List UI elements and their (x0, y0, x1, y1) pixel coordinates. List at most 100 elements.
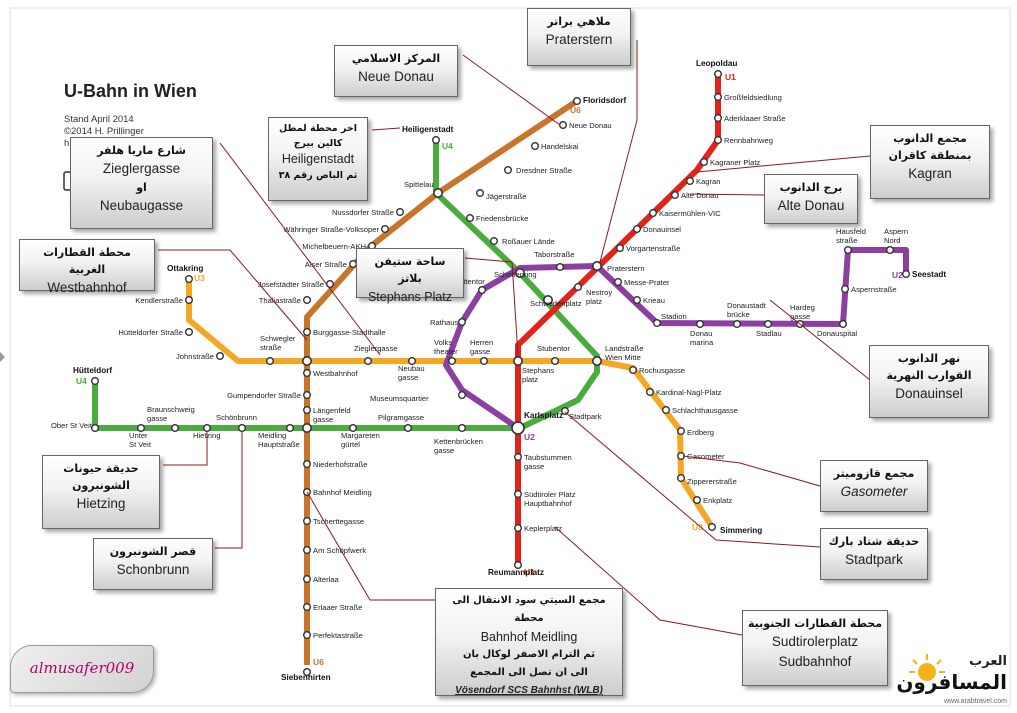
connector-hietzing (163, 432, 208, 466)
station-dot-u6-1 (559, 120, 568, 129)
callout-zieglergasse-en2: Neubaugasse (99, 198, 184, 213)
station-dot-u4-12 (237, 424, 246, 433)
callout-zieglergasse-en1: Zieglergasse (102, 161, 181, 176)
station-label-u4-0: Heiligenstadt (402, 125, 454, 134)
interchange-dot-7 (514, 267, 525, 278)
line-label-u4-north: U4 (442, 141, 453, 151)
station-label-u3-17: Simmering (720, 526, 762, 535)
line-label-u3-west: U3 (194, 273, 205, 283)
callout-donauinsel: نهر الدانوب القوارب النهرية Donauinsel (869, 345, 989, 418)
station-label-u1-14: Keplerplatz (524, 524, 562, 533)
station-label-u6-18: Tscherttegasse (313, 517, 364, 526)
station-dot-u2-4 (696, 320, 705, 329)
station-label-u6-22: Perfektastraße (313, 631, 363, 640)
interchange-dot-4 (432, 188, 443, 199)
station-label-u4-16: Ober St Veit (51, 421, 93, 430)
station-dot-u1-7 (649, 208, 658, 217)
callout-zieglergasse: شارع ماريا هلفر Zieglergasse او Neubauga… (70, 137, 213, 229)
station-dot-u3-3 (215, 352, 224, 361)
station-dots (90, 69, 911, 677)
callout-meidling-en: Bahnhof Meidling (480, 630, 578, 644)
line-label-u3-east: U3 (692, 522, 703, 532)
interchange-dot-8 (542, 294, 553, 305)
station-dot-u2-14 (458, 318, 467, 327)
station-dot-u4-2 (490, 236, 499, 245)
station-dot-u2-0 (556, 263, 565, 272)
callout-meidling: مجمع السيتي سود الانتقال الى محطة Bahnho… (435, 588, 623, 696)
station-dot-u6-11 (303, 296, 312, 305)
station-label-u6-1: Neue Donau (569, 121, 612, 130)
station-label-u6-21: Erlaaer Straße (313, 603, 362, 612)
line-u4 (92, 140, 600, 431)
station-dot-u1-4 (700, 157, 709, 166)
station-label-u6-6: Nussdorfer Straße (332, 208, 394, 217)
callout-donauinsel-ar1: نهر الدانوب (897, 352, 961, 365)
station-label-u2-3: Stadion (661, 312, 687, 321)
station-dot-u1-3 (714, 135, 723, 144)
station-dot-u6-7 (381, 224, 390, 233)
station-dot-u3-13 (677, 427, 686, 436)
station-dot-u3-7 (448, 357, 457, 366)
station-dot-u2-6 (764, 320, 773, 329)
station-dot-u6-0 (573, 96, 582, 105)
station-label-u1-1: Großfeldsiedlung (724, 93, 782, 102)
connector-stadtpark (564, 411, 821, 548)
station-label-u1-10: Praterstern (607, 264, 645, 273)
author-signature-text: almusafer009 (29, 659, 135, 677)
callout-stadtpark-ar: حديقة شتاد بارك (828, 535, 920, 548)
interchange-dot-1 (591, 260, 602, 271)
station-label-u3-13: Erdberg (687, 428, 714, 437)
station-label-u1-15: Reumannplatz (488, 568, 544, 577)
station-dot-u4-9 (404, 424, 413, 433)
callout-praterstern-en: Praterstern (545, 32, 613, 47)
callout-alte-donau: برج الدانوب Alte Donau (764, 174, 858, 224)
callout-meidling-ar2: ثم الترام الاصفر لوكال بان (462, 649, 596, 660)
connector-westbahnhof (158, 249, 308, 341)
line-label-u4-west: U4 (76, 376, 87, 386)
map-copyright-cont: h (64, 138, 69, 149)
connector-meidling (306, 491, 435, 601)
site-logo: العرب المسافرون www.arabtravel.com (896, 648, 1013, 710)
station-label-u4-7: Karlsplatz (524, 411, 563, 420)
station-dot-u1-11 (574, 283, 583, 292)
callout-gasometer-en: Gasometer (840, 484, 908, 499)
station-dot-u1-14 (514, 524, 523, 533)
station-label-u4-1: Friedensbrücke (476, 214, 528, 223)
station-dot-u3-5 (364, 357, 373, 366)
station-dot-u2-8 (839, 320, 848, 329)
station-label-u1-0: Leopoldau (696, 59, 737, 68)
station-dot-u4-13 (202, 424, 211, 433)
station-dot-u1-5 (686, 176, 695, 185)
station-dot-u2-5 (733, 320, 742, 329)
station-label-u6-3: Dresdner Straße (516, 166, 572, 175)
station-dot-u2-10 (844, 245, 853, 254)
callout-meidling-ar3: الى ان تصل الى المجمع (470, 667, 588, 678)
station-label-u4-3: Schottenring (494, 270, 537, 279)
map-title: U-Bahn in Wien (64, 81, 197, 101)
callout-praterstern: ملاهي براتر Praterstern (527, 8, 631, 66)
station-dot-u1-6 (671, 190, 680, 199)
callout-meidling-en2: Vösendorf SCS Bahnhst (WLB) (455, 685, 603, 696)
callout-zieglergasse-or: او (136, 181, 147, 194)
interchange-dot-2 (512, 355, 523, 366)
station-label-u6-17: Bahnhof Meidling (313, 488, 372, 497)
station-label-u3-10: Rochusgasse (639, 366, 685, 375)
callout-zieglergasse-ar: شارع ماريا هلفر (97, 144, 186, 157)
interchange-dot-6 (301, 422, 312, 433)
site-logo-url: www.arabtravel.com (943, 698, 1007, 705)
station-dot-u3-11 (646, 388, 655, 397)
station-dot-u3-9 (551, 357, 560, 366)
callout-stephansplatz: ساحة ستيفن بلاتز Stephans Platz (356, 248, 464, 304)
map-copyright: ©2014 H. Prillinger (64, 126, 144, 137)
station-label-u1-3: Rennbahnweg (724, 136, 773, 145)
station-label-u1-7: Kaisermühlen-VIC (659, 209, 721, 218)
callout-hietzing: حديقة حيونات الشونبرون Hietzing (42, 455, 160, 529)
station-dot-u1-15 (514, 561, 523, 570)
